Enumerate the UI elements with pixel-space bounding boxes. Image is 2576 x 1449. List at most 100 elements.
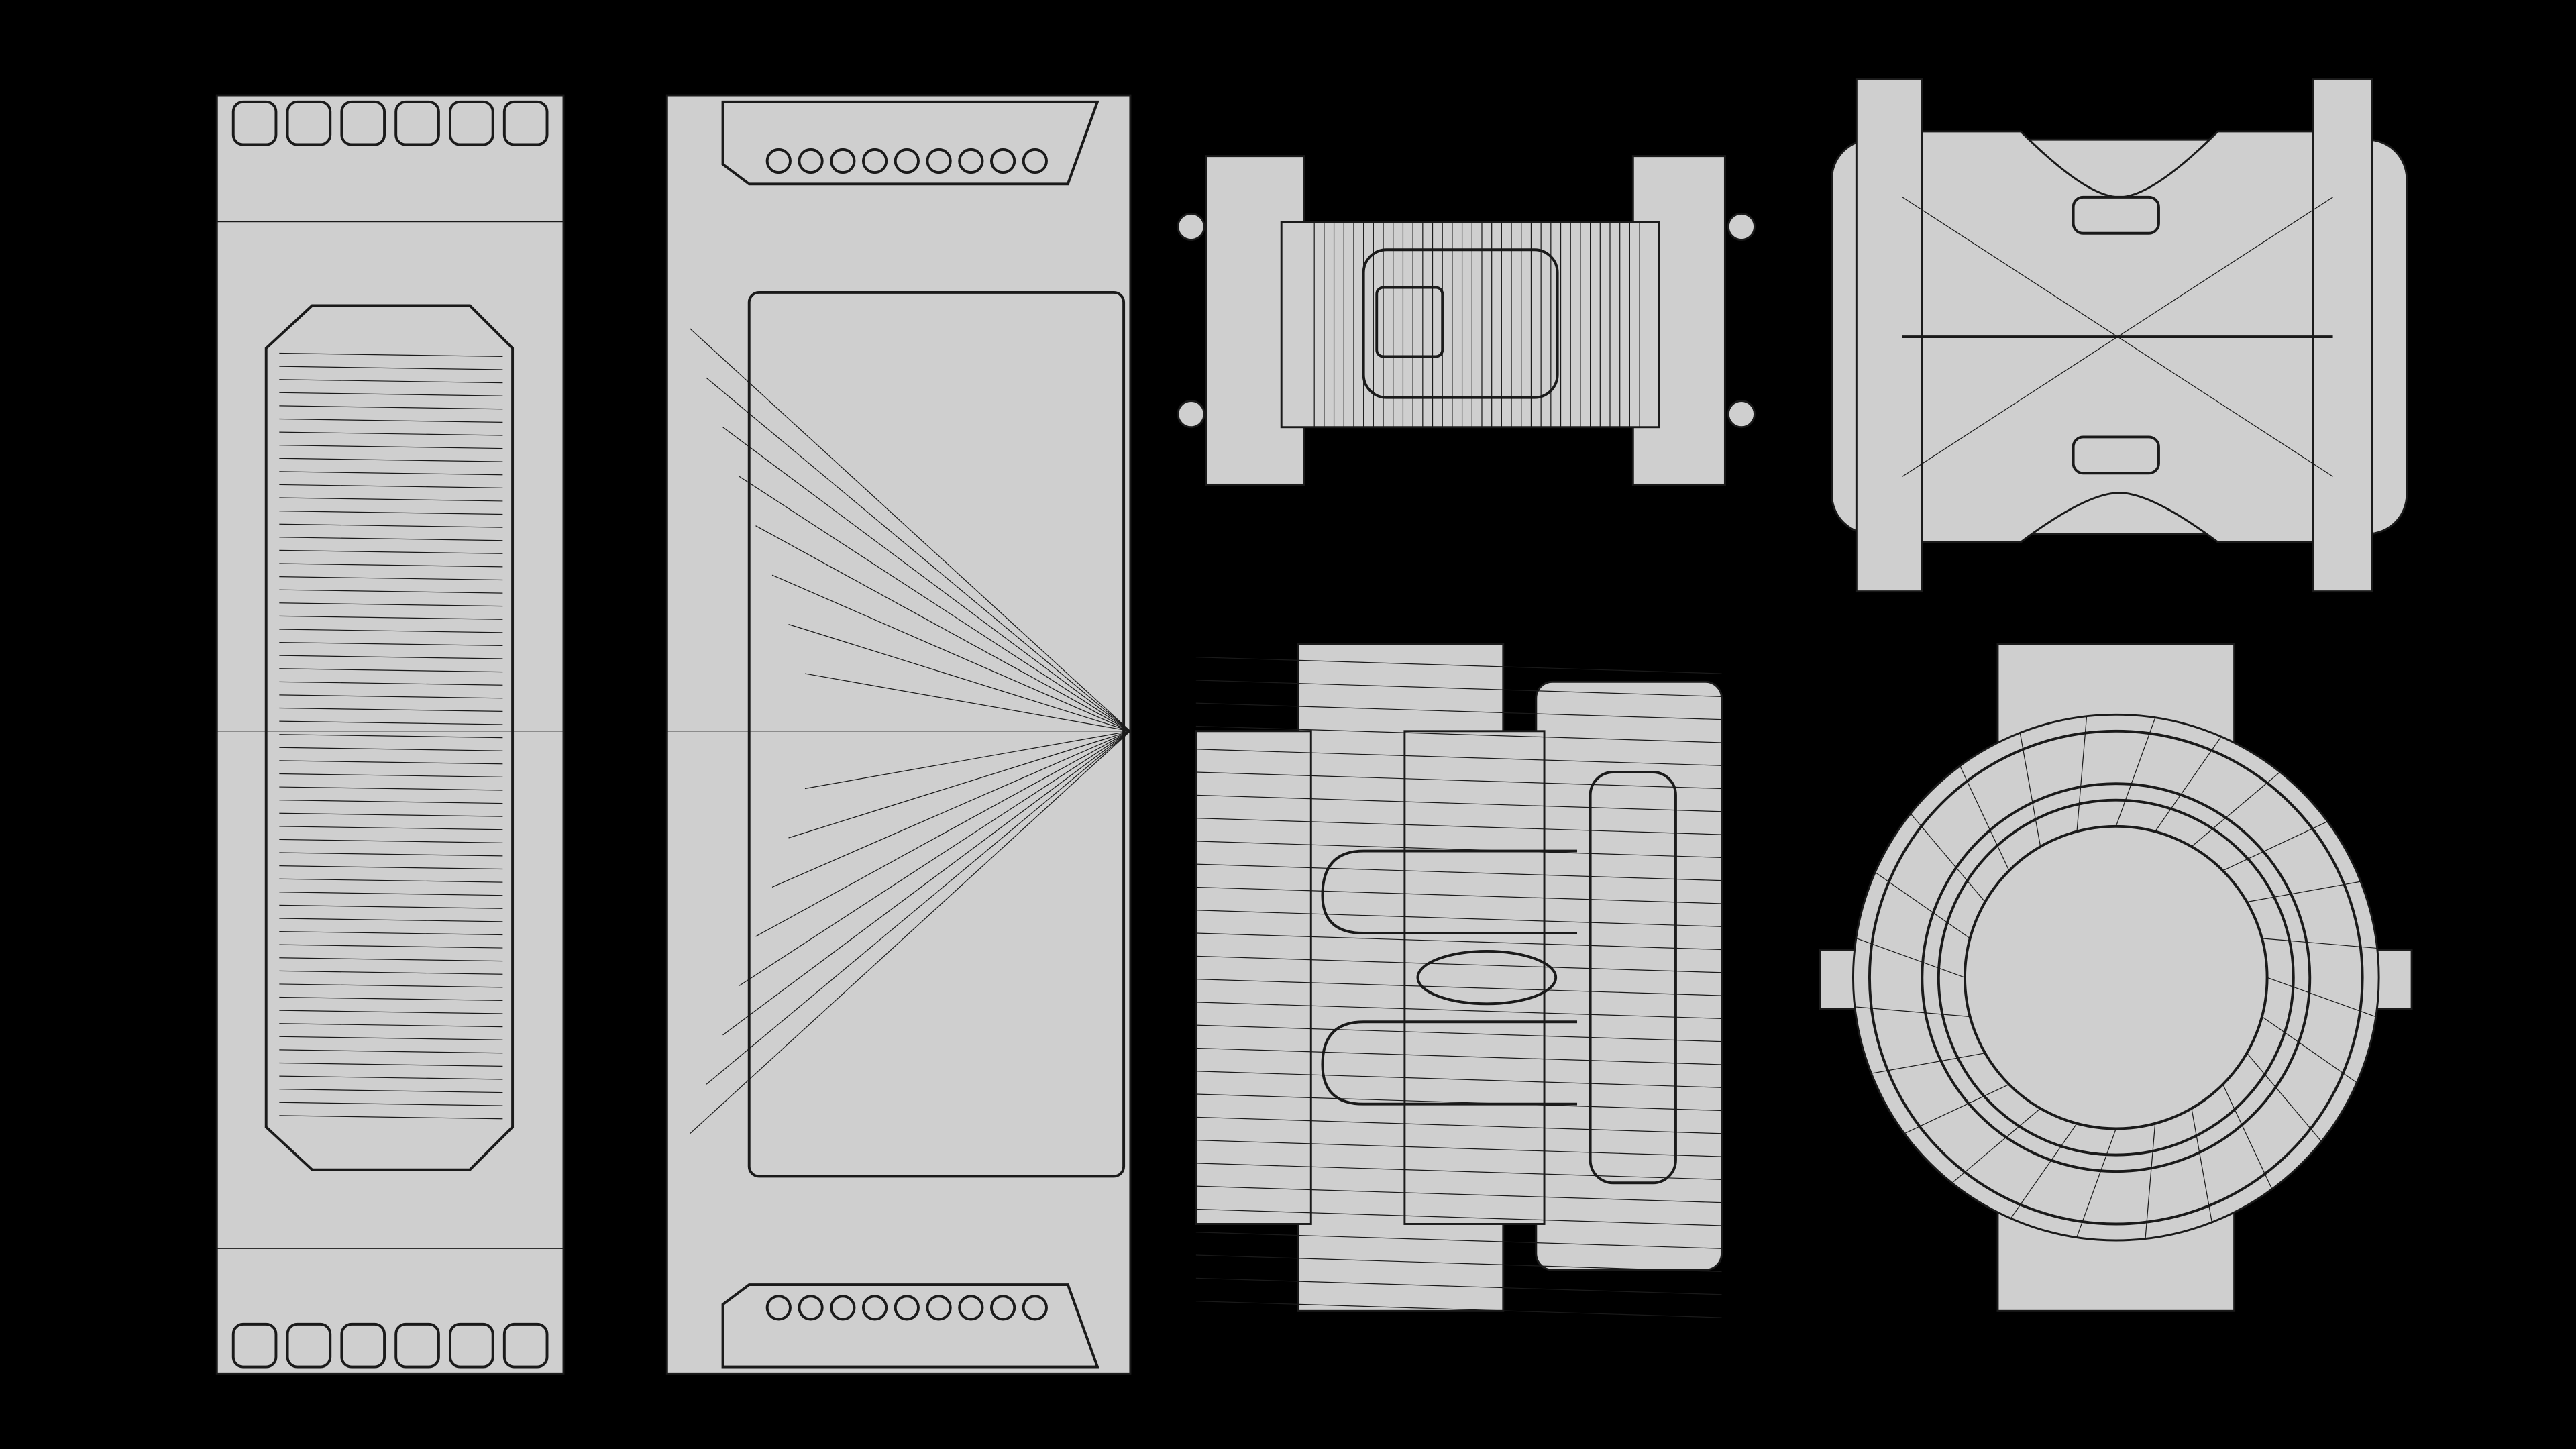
tooth bbox=[340, 100, 386, 146]
edge bbox=[690, 328, 1131, 732]
rib bbox=[279, 1115, 503, 1120]
upper-groove bbox=[1321, 849, 1578, 934]
rib bbox=[279, 484, 503, 488]
rib bbox=[279, 1049, 503, 1054]
bottom-notch bbox=[2072, 435, 2160, 475]
edge bbox=[722, 427, 1131, 732]
tooth bbox=[449, 100, 494, 146]
rib bbox=[279, 563, 503, 568]
edge bbox=[1195, 863, 1722, 881]
rib bbox=[279, 602, 503, 607]
rib bbox=[279, 445, 503, 449]
tooth bbox=[449, 1322, 494, 1368]
edge bbox=[1854, 1006, 1970, 1018]
rib bbox=[279, 549, 503, 554]
rib bbox=[279, 773, 503, 777]
tooth bbox=[502, 1322, 549, 1368]
rib bbox=[279, 366, 503, 370]
rib bbox=[279, 1075, 503, 1080]
edge bbox=[2246, 1053, 2322, 1142]
outer-ring bbox=[1851, 713, 2380, 1242]
rib bbox=[279, 720, 503, 725]
rib bbox=[279, 641, 503, 647]
edge bbox=[706, 731, 1131, 1085]
edge bbox=[1195, 1277, 1722, 1295]
knob bbox=[1727, 400, 1756, 429]
cylinder-end-view bbox=[1819, 643, 2413, 1312]
rib bbox=[279, 760, 503, 765]
edge bbox=[1960, 765, 2010, 871]
edge bbox=[722, 731, 1131, 1036]
hole bbox=[894, 1295, 920, 1321]
rib-lines bbox=[1313, 221, 1640, 427]
rib bbox=[279, 800, 503, 804]
rib bbox=[279, 629, 503, 633]
rib bbox=[279, 576, 503, 581]
edge bbox=[1195, 978, 1722, 996]
edge bbox=[1195, 841, 1722, 858]
bottom-hole-strip bbox=[721, 1283, 1099, 1368]
panel-outline bbox=[215, 94, 565, 1375]
panel-inset bbox=[264, 304, 515, 1171]
hole bbox=[926, 1295, 952, 1321]
connector-top-view bbox=[1177, 155, 1756, 486]
holes bbox=[765, 148, 1048, 1321]
edge bbox=[690, 731, 1131, 1134]
rib bbox=[279, 1036, 503, 1040]
rib bbox=[279, 957, 503, 962]
edge bbox=[2115, 717, 2156, 827]
knob bbox=[1727, 212, 1756, 241]
hole bbox=[926, 148, 952, 174]
rib bbox=[279, 668, 503, 673]
edge bbox=[2076, 716, 2088, 832]
lower-groove bbox=[1321, 1020, 1578, 1106]
rib bbox=[279, 418, 503, 423]
edge bbox=[1195, 1002, 1722, 1019]
rib bbox=[279, 1010, 503, 1014]
tooth bbox=[394, 1322, 440, 1368]
edge bbox=[1195, 771, 1722, 790]
edge bbox=[2191, 1108, 2212, 1223]
rib bbox=[279, 1023, 503, 1028]
rib bbox=[279, 918, 503, 922]
edge bbox=[2019, 733, 2041, 847]
rib bbox=[279, 523, 503, 528]
edge bbox=[2222, 1084, 2273, 1189]
hole bbox=[861, 1295, 888, 1321]
edge bbox=[1195, 749, 1722, 766]
rib bbox=[279, 615, 503, 620]
triangulation bbox=[690, 328, 1131, 1134]
tooth bbox=[286, 100, 332, 146]
rib bbox=[279, 892, 503, 896]
spool-side-view bbox=[1831, 78, 2408, 593]
hole bbox=[1022, 148, 1048, 174]
edge bbox=[1195, 1093, 1722, 1112]
edge bbox=[2247, 881, 2361, 903]
rib bbox=[279, 537, 503, 541]
rib bbox=[279, 812, 503, 817]
rib bbox=[279, 839, 503, 843]
edge bbox=[788, 624, 1131, 732]
hole bbox=[830, 1295, 856, 1321]
mesh-lines bbox=[1195, 656, 1722, 1318]
edge bbox=[2191, 771, 2281, 847]
mesh-lines bbox=[1854, 716, 2377, 1239]
slot bbox=[1589, 771, 1677, 1185]
long-panel-back-view bbox=[665, 94, 1132, 1375]
edge bbox=[1195, 1185, 1722, 1203]
hole bbox=[861, 148, 888, 174]
edge bbox=[1856, 938, 1966, 978]
edge bbox=[1195, 817, 1722, 835]
left-cap bbox=[1195, 730, 1312, 1225]
edge bbox=[1910, 813, 1986, 902]
top-hole-strip bbox=[721, 100, 1099, 186]
hole bbox=[798, 1295, 824, 1321]
edge bbox=[804, 731, 1131, 790]
hole bbox=[958, 148, 984, 174]
rib bbox=[279, 458, 503, 462]
edge bbox=[755, 731, 1131, 937]
edge bbox=[2155, 736, 2222, 832]
hole bbox=[765, 1295, 792, 1321]
rib bbox=[279, 1102, 503, 1106]
